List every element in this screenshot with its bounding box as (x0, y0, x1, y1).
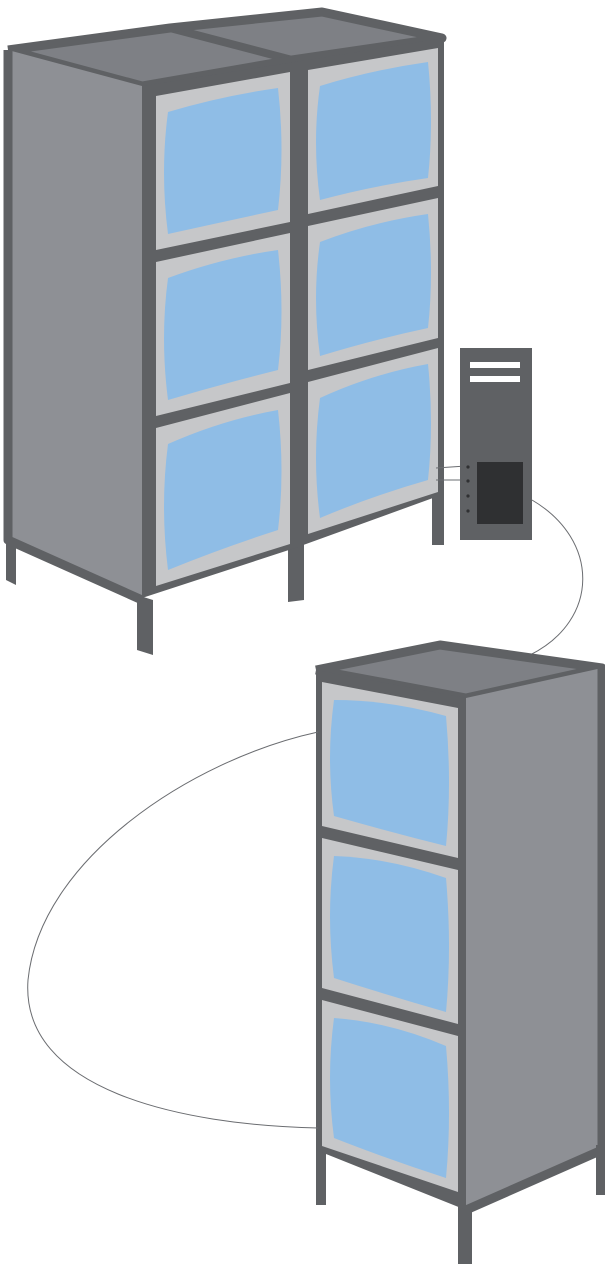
drive-slot (470, 362, 520, 368)
monitor (156, 233, 290, 416)
monitor (156, 72, 290, 250)
loop-cable (27, 731, 319, 1129)
cable-icon (529, 499, 584, 656)
monitor (156, 393, 290, 586)
lower-wall-leg-left (316, 1150, 326, 1205)
upper-wall-leg-middle (288, 535, 304, 602)
controller-bay (477, 462, 523, 524)
upper-wall-top (8, 12, 442, 86)
monitor (308, 198, 438, 370)
upper-video-wall (3, 7, 447, 655)
lower-wall-leg-right (596, 1145, 605, 1195)
upper-wall-leg-front-left (137, 595, 153, 655)
monitor (308, 348, 438, 534)
drive-slot (470, 376, 520, 382)
monitor (322, 682, 458, 858)
monitor (322, 1000, 458, 1192)
monitor (322, 838, 458, 1024)
port-dot (466, 465, 470, 469)
monitor (308, 48, 438, 214)
lower-video-wall (315, 640, 605, 1264)
port-dot (466, 494, 470, 498)
lower-wall-side-panel (466, 668, 602, 1210)
upper-wall-leg-right (432, 486, 444, 545)
lower-wall-leg-front (458, 1205, 472, 1264)
computer-tower-icon (460, 348, 532, 540)
upper-wall-leg-left (6, 535, 16, 585)
port-dot (466, 479, 470, 483)
port-dot (466, 509, 470, 513)
upper-wall-side-panel (8, 50, 142, 600)
upper-wall-top-divider (168, 24, 294, 64)
